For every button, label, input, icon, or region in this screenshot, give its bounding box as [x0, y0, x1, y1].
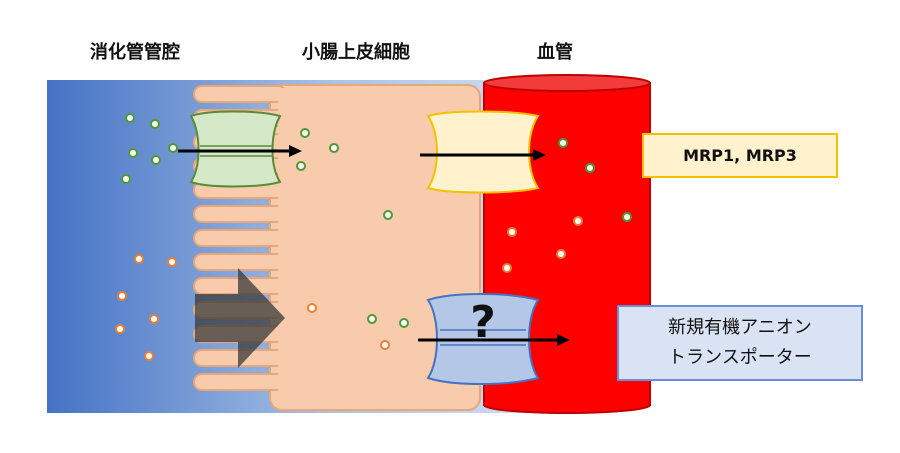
green-substrate-dots [121, 113, 632, 328]
novel-transporter-label-box: 新規有機アニオン トランスポーター [617, 305, 863, 381]
mrp-label-box: MRP1, MRP3 [642, 133, 838, 178]
novel-transporter-label-line1: 新規有機アニオン [668, 317, 812, 338]
epithelial-cell-body [269, 84, 481, 411]
green-transporter-icon [189, 110, 282, 188]
unknown-question-mark: ? [470, 297, 496, 348]
novel-transporter-label-line2: トランスポーター [668, 347, 812, 368]
epithelium-header: 小腸上皮細胞 [302, 42, 410, 63]
mrp-transporter-icon [426, 110, 540, 194]
transport-arrows [178, 145, 570, 346]
mrp-label: MRP1, MRP3 [683, 146, 797, 165]
lumen-header: 消化管管腔 [90, 42, 180, 63]
absorption-block-arrow-icon [195, 268, 285, 368]
blood-vessel-header: 血管 [537, 42, 573, 63]
orange-substrate-dots [115, 216, 583, 361]
